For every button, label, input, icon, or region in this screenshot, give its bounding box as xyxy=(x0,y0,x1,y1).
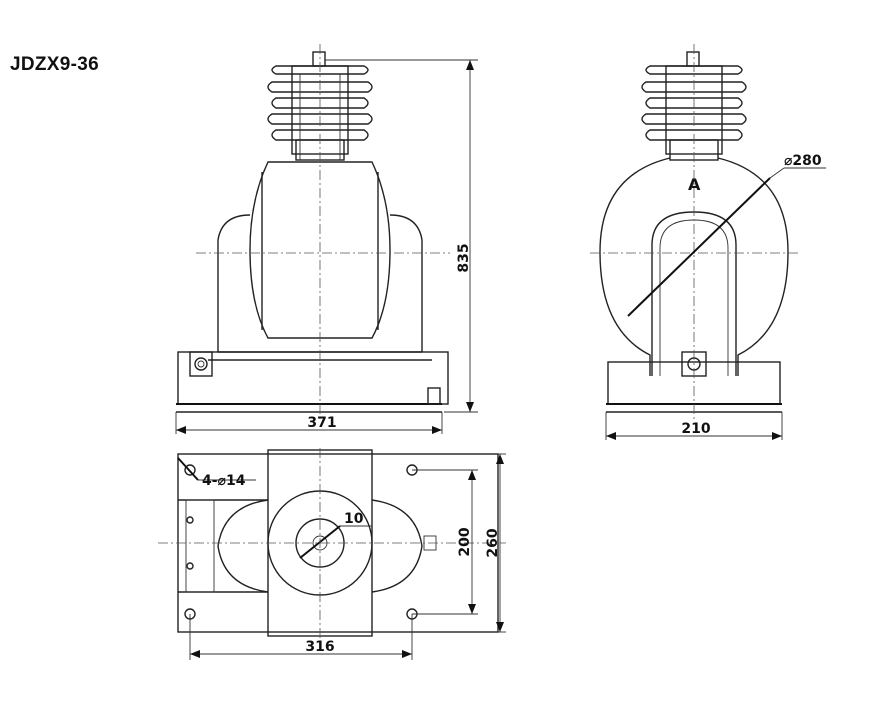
plan-hole-spacing-value: 200 xyxy=(457,527,473,556)
side-diameter-dimension: ⌀280 xyxy=(627,153,826,317)
front-width-dimension: 371 xyxy=(175,412,443,434)
side-width-value: 210 xyxy=(681,421,710,437)
plan-hole-span-dimension: 316 xyxy=(189,614,413,660)
front-view: 835 371 xyxy=(175,44,478,434)
front-width-value: 371 xyxy=(307,415,336,431)
plan-hole-span-value: 316 xyxy=(305,639,334,655)
plan-holes-callout: 4-⌀14 xyxy=(177,457,256,489)
front-height-dimension: 835 xyxy=(325,59,478,413)
side-width-dimension: 210 xyxy=(605,412,783,440)
plan-holes-value: 4-⌀14 xyxy=(202,473,246,489)
plan-center-label: 10 xyxy=(344,511,364,527)
plan-depth-value: 260 xyxy=(485,528,501,557)
plan-hole-spacing-dimension: 200 xyxy=(412,469,478,615)
side-view: ⌀280 A 210 xyxy=(590,44,826,440)
plan-depth-dimension: 260 xyxy=(485,453,506,633)
plan-view: 10 4-⌀14 200 xyxy=(158,448,506,660)
model-title: JDZX9-36 xyxy=(10,54,99,75)
front-height-value: 835 xyxy=(456,243,472,272)
front-body xyxy=(176,161,449,413)
side-section-label: A xyxy=(688,175,701,194)
side-diameter-value: ⌀280 xyxy=(784,153,822,169)
